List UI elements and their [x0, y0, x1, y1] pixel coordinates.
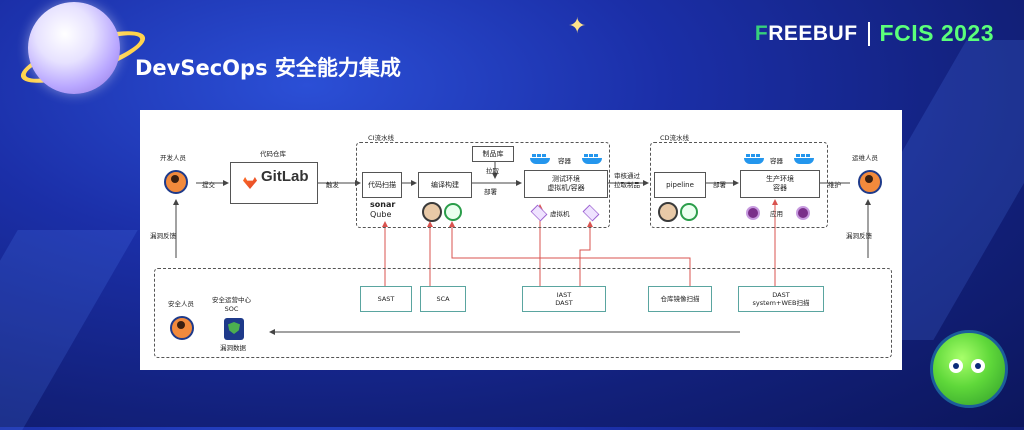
- vuln-feedback-right-label: 漏洞反馈: [846, 232, 872, 240]
- security-scanner-icon: [680, 203, 698, 221]
- deploy-label: 部署: [484, 188, 497, 196]
- container-label: 容器: [558, 157, 571, 165]
- deploy-label-cd: 部署: [713, 181, 726, 189]
- docker-icon: [530, 152, 550, 164]
- ci-pipeline-group: [356, 142, 610, 228]
- logo-divider: [867, 21, 870, 46]
- fcis-logo: FCIS 2023: [879, 20, 994, 46]
- maintain-label: 维护: [828, 181, 841, 189]
- green-planet-icon: [930, 330, 1008, 408]
- ci-pipeline-label: CI流水线: [368, 134, 394, 142]
- app-icon: [796, 206, 810, 220]
- planet-icon: [28, 2, 120, 94]
- dast-system-box: DAST system+WEB扫描: [738, 286, 824, 312]
- prod-env-label: 生产环境 容器: [766, 175, 794, 192]
- pipeline-box: pipeline: [654, 172, 706, 198]
- ops-label: 运维人员: [852, 154, 878, 162]
- security-group: [154, 268, 892, 358]
- gitlab-box: GitLab: [230, 162, 318, 204]
- test-env-box: 测试环境 虚拟机/容器: [524, 170, 608, 198]
- iast-dast-box: IAST DAST: [522, 286, 606, 312]
- gitlab-icon: [243, 177, 257, 189]
- code-scan-box: 代码扫描: [362, 172, 402, 198]
- security-staff-label: 安全人员: [168, 300, 194, 308]
- diagram-panel: CI流水线 CD流水线 开发人员 提交 漏洞反馈 代码仓库 GitLab 触发 …: [140, 110, 902, 370]
- app-label: 应用: [770, 210, 783, 218]
- soc-shield-icon: [224, 318, 244, 340]
- dast-system-label: DAST system+WEB扫描: [752, 291, 810, 307]
- sast-box: SAST: [360, 286, 412, 312]
- submit-label: 提交: [202, 181, 215, 189]
- docker-icon: [744, 152, 764, 164]
- security-scanner-icon: [444, 203, 462, 221]
- background-stripe: [0, 230, 138, 430]
- test-env-label: 测试环境 虚拟机/容器: [547, 175, 585, 192]
- security-staff-avatar-icon: [170, 316, 194, 340]
- cd-pipeline-group: [650, 142, 828, 228]
- image-scan-box: 仓库镜像扫描: [648, 286, 712, 312]
- vuln-feedback-left-label: 漏洞反馈: [150, 232, 176, 240]
- artifact-repo-box: 制品库: [472, 146, 514, 162]
- cd-pipeline-label: CD流水线: [660, 134, 690, 142]
- compile-build-box: 编译构建: [418, 172, 472, 198]
- app-icon: [746, 206, 760, 220]
- prod-env-box: 生产环境 容器: [740, 170, 820, 198]
- container-label-cd: 容器: [770, 157, 783, 165]
- qube-label: Qube: [370, 210, 392, 219]
- header-logos: FREEBUF FCIS 2023: [755, 20, 994, 47]
- jenkins-icon: [422, 202, 442, 222]
- approve-pull-label: 审核通过 拉取制品: [614, 172, 640, 189]
- slide-title: DevSecOps 安全能力集成: [135, 56, 401, 80]
- ops-avatar-icon: [858, 170, 882, 194]
- vm-label: 虚拟机: [550, 210, 570, 218]
- code-repo-label: 代码仓库: [260, 150, 286, 158]
- docker-icon: [582, 152, 602, 164]
- soc-label: 安全运营中心 SOC: [212, 296, 251, 313]
- pull-label: 拉取: [486, 167, 499, 175]
- iast-dast-label: IAST DAST: [555, 291, 573, 307]
- docker-icon: [794, 152, 814, 164]
- sca-box: SCA: [420, 286, 466, 312]
- trigger-label: 触发: [326, 181, 339, 189]
- jenkins-icon: [658, 202, 678, 222]
- sonar-label: sonar: [370, 200, 396, 209]
- gitlab-label: GitLab: [261, 168, 309, 185]
- developer-avatar-icon: [164, 170, 188, 194]
- developer-label: 开发人员: [160, 154, 186, 162]
- star-icon: ✦: [568, 14, 587, 39]
- soc-db-label: 漏洞数据: [220, 344, 246, 352]
- freebuf-logo: FREEBUF: [754, 21, 858, 45]
